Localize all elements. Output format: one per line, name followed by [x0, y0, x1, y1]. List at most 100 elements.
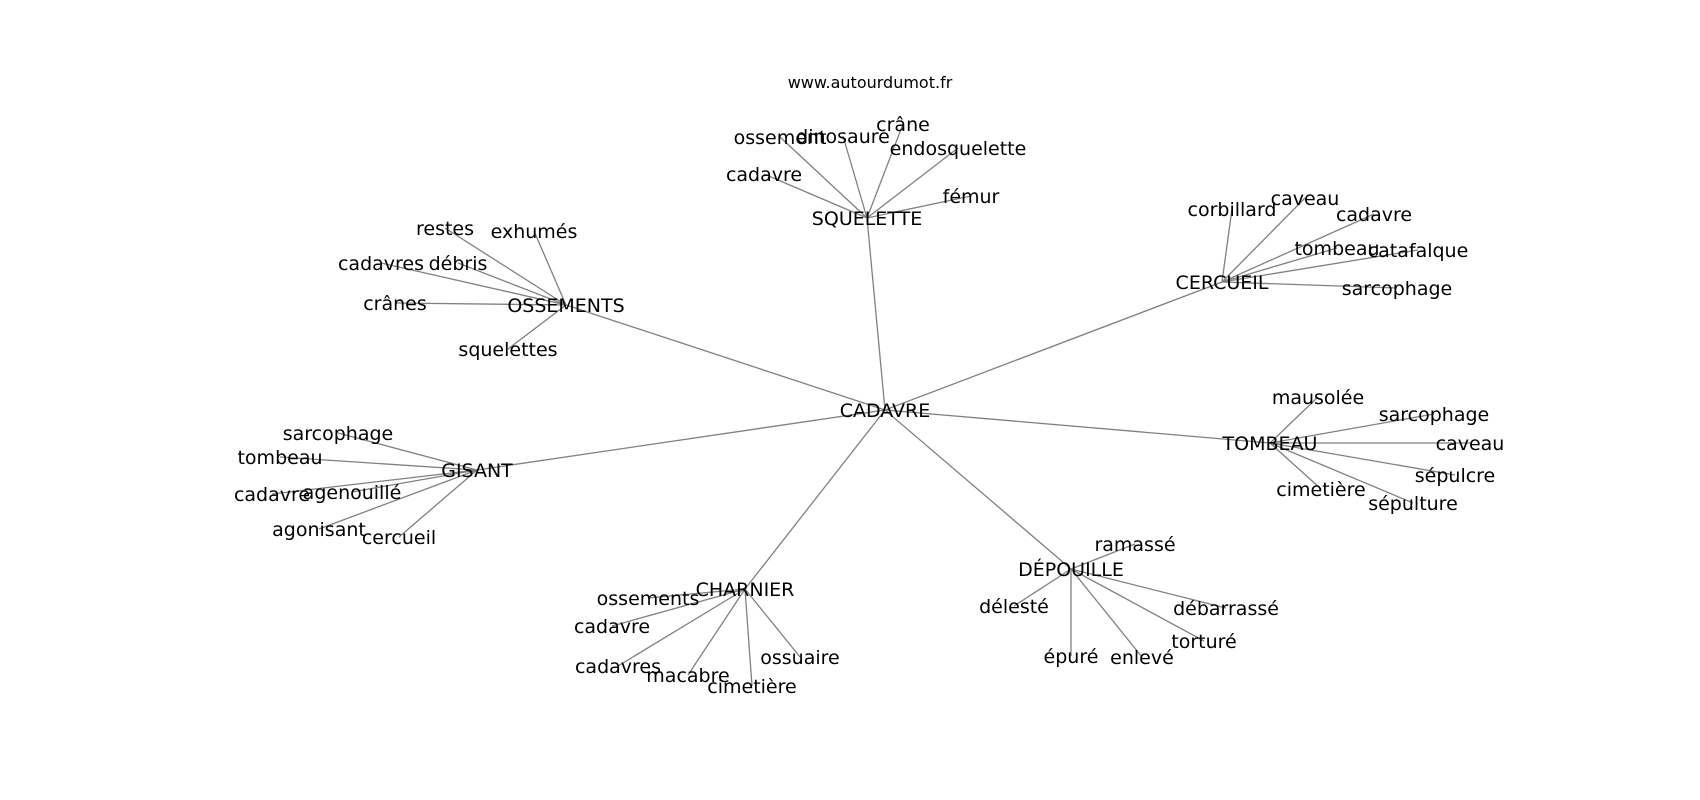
- edge-depouille-leaf: [1070, 568, 1143, 658]
- edge-squelette-leaf: [866, 147, 959, 219]
- edge-squelette-leaf: [842, 135, 868, 219]
- leaf-node-tombeau[interactable]: mausolée: [1272, 387, 1364, 409]
- edge-ossements-leaf: [380, 262, 567, 306]
- leaf-node-squelette[interactable]: crâne: [876, 114, 930, 136]
- leaf-node-squelette[interactable]: fémur: [943, 186, 1000, 208]
- edge-cercueil-leaf: [1221, 197, 1306, 283]
- edge-gisant-leaf: [398, 469, 478, 538]
- edge-center-gisant: [476, 409, 886, 471]
- leaf-node-cercueil[interactable]: caveau: [1271, 188, 1340, 210]
- leaf-node-gisant[interactable]: cercueil: [362, 527, 436, 549]
- hub-node-ossements[interactable]: OSSEMENTS: [507, 295, 624, 317]
- leaf-node-depouille[interactable]: enlevé: [1110, 647, 1174, 669]
- edge-squelette-leaf: [779, 136, 868, 219]
- edge-ossements-leaf: [394, 302, 567, 306]
- edges-layer: [271, 123, 1470, 687]
- leaf-node-depouille[interactable]: torturé: [1171, 631, 1236, 653]
- edge-cercueil-leaf: [1221, 247, 1338, 283]
- leaf-node-tombeau[interactable]: caveau: [1436, 433, 1505, 455]
- edge-squelette-leaf: [866, 195, 972, 219]
- edge-charnier-leaf: [647, 588, 746, 599]
- hub-node-squelette[interactable]: SQUELETTE: [812, 208, 922, 230]
- leaf-node-depouille[interactable]: débarrassé: [1173, 598, 1279, 620]
- leaf-node-cercueil[interactable]: corbillard: [1188, 199, 1277, 221]
- leaf-node-depouille[interactable]: délesté: [979, 596, 1049, 618]
- leaf-node-gisant[interactable]: sarcophage: [283, 423, 394, 445]
- leaf-node-charnier[interactable]: cimetière: [707, 676, 796, 698]
- leaf-node-squelette[interactable]: ossement: [734, 127, 827, 149]
- leaf-node-gisant[interactable]: cadavre: [234, 484, 310, 506]
- leaf-node-cercueil[interactable]: sarcophage: [1342, 278, 1453, 300]
- edge-center-ossements: [565, 304, 886, 411]
- edge-cercueil-leaf: [1221, 213, 1375, 283]
- edge-squelette-leaf: [866, 123, 904, 219]
- leaf-node-tombeau[interactable]: sépulcre: [1415, 465, 1496, 487]
- edge-depouille-leaf: [1013, 568, 1072, 607]
- hub-node-depouille[interactable]: DÉPOUILLE: [1018, 558, 1124, 581]
- edge-ossements-leaf: [507, 304, 567, 350]
- edge-depouille-leaf: [1070, 568, 1227, 609]
- hub-node-gisant[interactable]: GISANT: [441, 460, 513, 482]
- leaf-node-tombeau[interactable]: cimetière: [1276, 479, 1365, 501]
- leaf-node-tombeau[interactable]: sarcophage: [1379, 404, 1490, 426]
- leaf-node-ossements[interactable]: cadavres: [338, 253, 424, 275]
- leaf-node-gisant[interactable]: agonisant: [272, 519, 366, 541]
- edge-squelette-leaf: [763, 173, 868, 219]
- leaf-node-depouille[interactable]: épuré: [1044, 646, 1099, 668]
- leaf-node-cercueil[interactable]: tombeau: [1294, 238, 1379, 260]
- edge-center-charnier: [744, 409, 886, 590]
- labels-layer: CADAVRESQUELETTEossementdinosaurecrâneen…: [234, 114, 1504, 698]
- edge-charnier-leaf: [617, 588, 746, 667]
- leaf-node-ossements[interactable]: exhumés: [491, 221, 578, 243]
- leaf-node-gisant[interactable]: agenouillé: [303, 482, 402, 504]
- leaf-node-cercueil[interactable]: cadavre: [1336, 204, 1412, 226]
- edge-ossements-leaf: [533, 230, 567, 306]
- leaf-node-ossements[interactable]: restes: [416, 218, 474, 240]
- leaf-node-charnier[interactable]: cadavre: [574, 616, 650, 638]
- edge-ossements-leaf: [444, 227, 567, 306]
- edge-cercueil-leaf: [1221, 281, 1398, 289]
- leaf-node-ossements[interactable]: débris: [429, 253, 488, 275]
- leaf-node-ossements[interactable]: squelettes: [458, 339, 557, 361]
- edge-tombeau-leaf: [1269, 413, 1435, 444]
- edge-center-depouille: [884, 409, 1072, 570]
- edge-gisant-leaf: [271, 469, 478, 495]
- leaf-node-depouille[interactable]: ramassé: [1094, 534, 1175, 556]
- edge-charnier-leaf: [744, 588, 753, 687]
- hub-node-tombeau[interactable]: TOMBEAU: [1222, 433, 1318, 455]
- leaf-node-squelette[interactable]: dinosaure: [796, 126, 890, 148]
- leaf-node-gisant[interactable]: tombeau: [237, 447, 322, 469]
- edge-gisant-leaf: [351, 469, 478, 493]
- leaf-node-squelette[interactable]: cadavre: [726, 164, 802, 186]
- watermark-text: www.autourdumot.fr: [788, 73, 953, 92]
- leaf-node-charnier[interactable]: ossements: [597, 588, 700, 610]
- leaf-node-charnier[interactable]: macabre: [646, 665, 729, 687]
- hub-node-charnier[interactable]: CHARNIER: [696, 579, 795, 601]
- edge-center-cercueil: [884, 281, 1223, 411]
- edge-ossements-leaf: [457, 262, 567, 306]
- edge-tombeau-leaf: [1269, 442, 1322, 490]
- center-node-label[interactable]: CADAVRE: [840, 400, 931, 422]
- edge-cercueil-leaf: [1221, 208, 1233, 283]
- edge-gisant-leaf: [279, 456, 478, 471]
- edge-gisant-leaf: [337, 432, 478, 471]
- leaf-node-cercueil[interactable]: catafalque: [1368, 240, 1469, 262]
- edge-charnier-leaf: [611, 588, 746, 627]
- edge-gisant-leaf: [318, 469, 478, 530]
- leaf-node-charnier[interactable]: ossuaire: [760, 647, 839, 669]
- edge-tombeau-leaf: [1269, 396, 1319, 444]
- edge-tombeau-leaf: [1269, 442, 1456, 476]
- edge-depouille-leaf: [1070, 543, 1136, 570]
- leaf-node-charnier[interactable]: cadavres: [575, 656, 661, 678]
- edge-cercueil-leaf: [1221, 249, 1419, 283]
- edge-tombeau-leaf: [1269, 442, 1414, 504]
- hub-node-cercueil[interactable]: CERCUEIL: [1176, 272, 1269, 294]
- edge-charnier-leaf: [687, 588, 746, 676]
- leaf-node-tombeau[interactable]: sépulture: [1368, 493, 1458, 515]
- edge-depouille-leaf: [1070, 568, 1205, 642]
- leaf-node-squelette[interactable]: endosquelette: [890, 138, 1027, 160]
- edge-charnier-leaf: [744, 588, 801, 658]
- leaf-node-ossements[interactable]: crânes: [363, 293, 427, 315]
- edge-center-squelette: [866, 217, 886, 411]
